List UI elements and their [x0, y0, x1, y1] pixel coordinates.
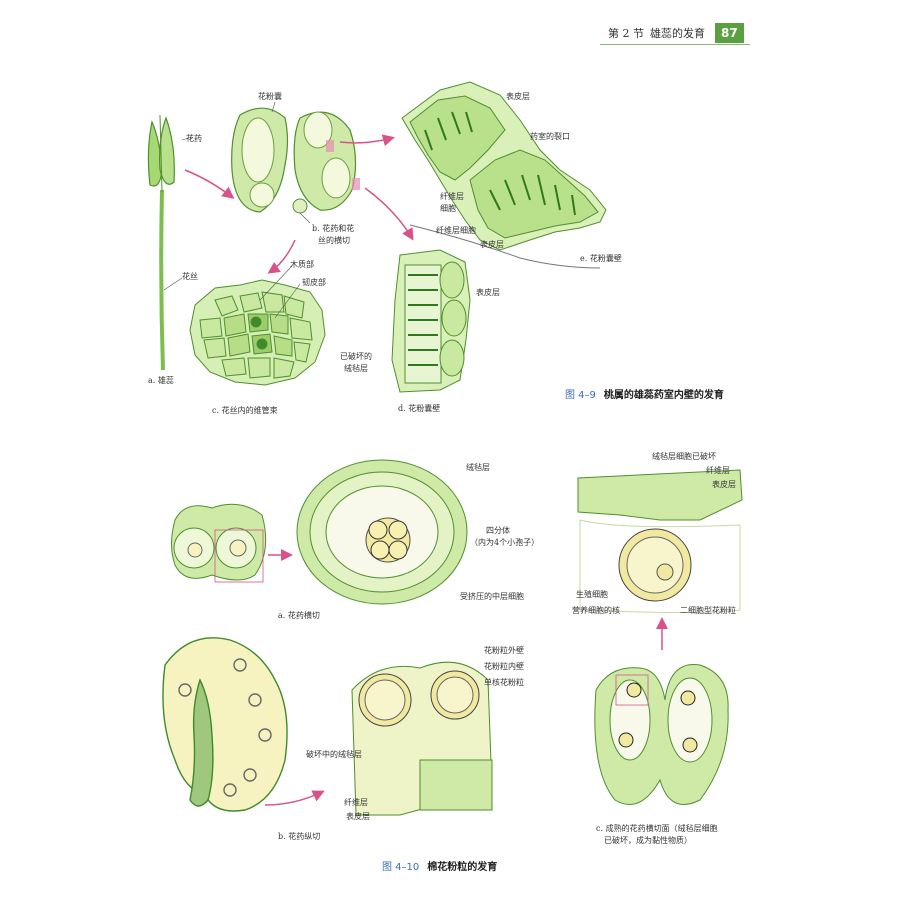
page-number: 87: [715, 23, 744, 43]
pollen-sac-wall-d: [391, 249, 471, 393]
label-yingyang: 营养细胞的核: [572, 606, 620, 615]
label-shoujiya: 受挤压的中层细胞: [460, 592, 524, 601]
mature-pollen-detail: [577, 469, 743, 613]
label-b-caption-1: b. 花药和花: [312, 224, 355, 233]
label-sifenti: 四分体: [486, 526, 510, 535]
label-xianweiceng: 纤维层: [706, 466, 730, 475]
label-neibi: 花粉粒内壁: [484, 662, 524, 671]
mature-anther-cross: [594, 663, 729, 805]
label-danhe: 单核花粉粒: [484, 678, 524, 687]
figure-4-9-title: 桃属的雄蕊药室内壁的发育: [603, 390, 724, 401]
label-erxibao: 二细胞型花粉粒: [680, 606, 736, 615]
label-biaopiceng-1: 表皮层: [506, 92, 530, 101]
label-yiposhun-1: 已破坏的: [340, 352, 372, 361]
label-sifenti-note: （内为4个小孢子）: [470, 538, 540, 547]
label-shengzhi: 生殖细胞: [576, 590, 608, 599]
label-e-caption-49: e. 花粉囊壁: [580, 254, 622, 263]
label-yiposhun-2: 绒毡层: [344, 364, 368, 373]
label-d-caption-49: d. 花粉囊壁: [398, 404, 441, 413]
label-waibi: 花粉粒外壁: [484, 646, 524, 655]
label-huayao: 花药: [186, 134, 202, 143]
label-c-caption-410-1: c. 成熟的花药横切面（绒毡层细胞: [596, 824, 718, 833]
header-rule: [600, 44, 750, 45]
anther-longitudinal: [162, 637, 288, 812]
figure-4-10-caption: 图 4–10 棉花粉粒的发育: [382, 858, 497, 873]
label-c-caption-410-2: 已破坏，成为黏性物质）: [604, 836, 692, 845]
label-xianweiceng-xibao: 纤维层细胞: [436, 226, 476, 235]
figure-4-9-number: 图 4–9: [565, 390, 596, 401]
label-b-caption-2: 丝的横切: [318, 236, 350, 245]
label-renpibu: 韧皮部: [302, 278, 326, 287]
figure-4-10-number: 图 4–10: [382, 862, 420, 873]
label-muzhibu: 木质部: [290, 260, 314, 269]
label-pohuai-zhong: 破坏中的绒毡层: [306, 750, 362, 759]
anther-cross-section: [231, 107, 360, 214]
label-huafennang: 花粉囊: [258, 92, 282, 101]
label-xianweiceng-2: 纤维层: [344, 798, 368, 807]
figure-4-10-title: 棉花粉粒的发育: [427, 862, 498, 873]
label-biaopiceng-2: 表皮层: [346, 812, 370, 821]
label-yaoshi-liekou: 药室的裂口: [530, 132, 570, 141]
label-c-caption-49: c. 花丝内的维管束: [212, 406, 278, 415]
label-biaopiceng-3: 表皮层: [476, 288, 500, 297]
label-xibao: 细胞: [440, 204, 456, 213]
label-rongzhanceng: 绒毡层: [466, 463, 490, 472]
label-a-caption-410: a. 花药横切: [278, 611, 320, 620]
anther-cross-large: [296, 459, 468, 605]
pollen-detail: [351, 661, 493, 816]
label-huasi: 花丝: [182, 272, 198, 281]
label-a-caption-49: a. 雄蕊: [148, 376, 174, 385]
figure-4-9-caption: 图 4–9 桃属的雄蕊药室内壁的发育: [565, 386, 724, 401]
anther-cross-small: [171, 503, 267, 583]
header-title: 雄蕊的发育: [650, 27, 705, 40]
label-xianweiceng-1: 纤维层: [440, 192, 464, 201]
running-header: 第 2 节 雄蕊的发育 87: [608, 22, 744, 44]
header-section: 第 2 节: [608, 27, 644, 40]
label-biaopiceng: 表皮层: [712, 480, 736, 489]
label-biaopiceng-2: 表皮层: [480, 240, 504, 249]
pollen-sac-wall-e: [401, 81, 607, 269]
vascular-bundle: [189, 279, 326, 386]
label-rongzhan-pohuai: 绒毡层细胞已破坏: [652, 452, 716, 461]
label-b-caption-410: b. 花药纵切: [278, 832, 321, 841]
stamen-drawing: [147, 114, 175, 371]
